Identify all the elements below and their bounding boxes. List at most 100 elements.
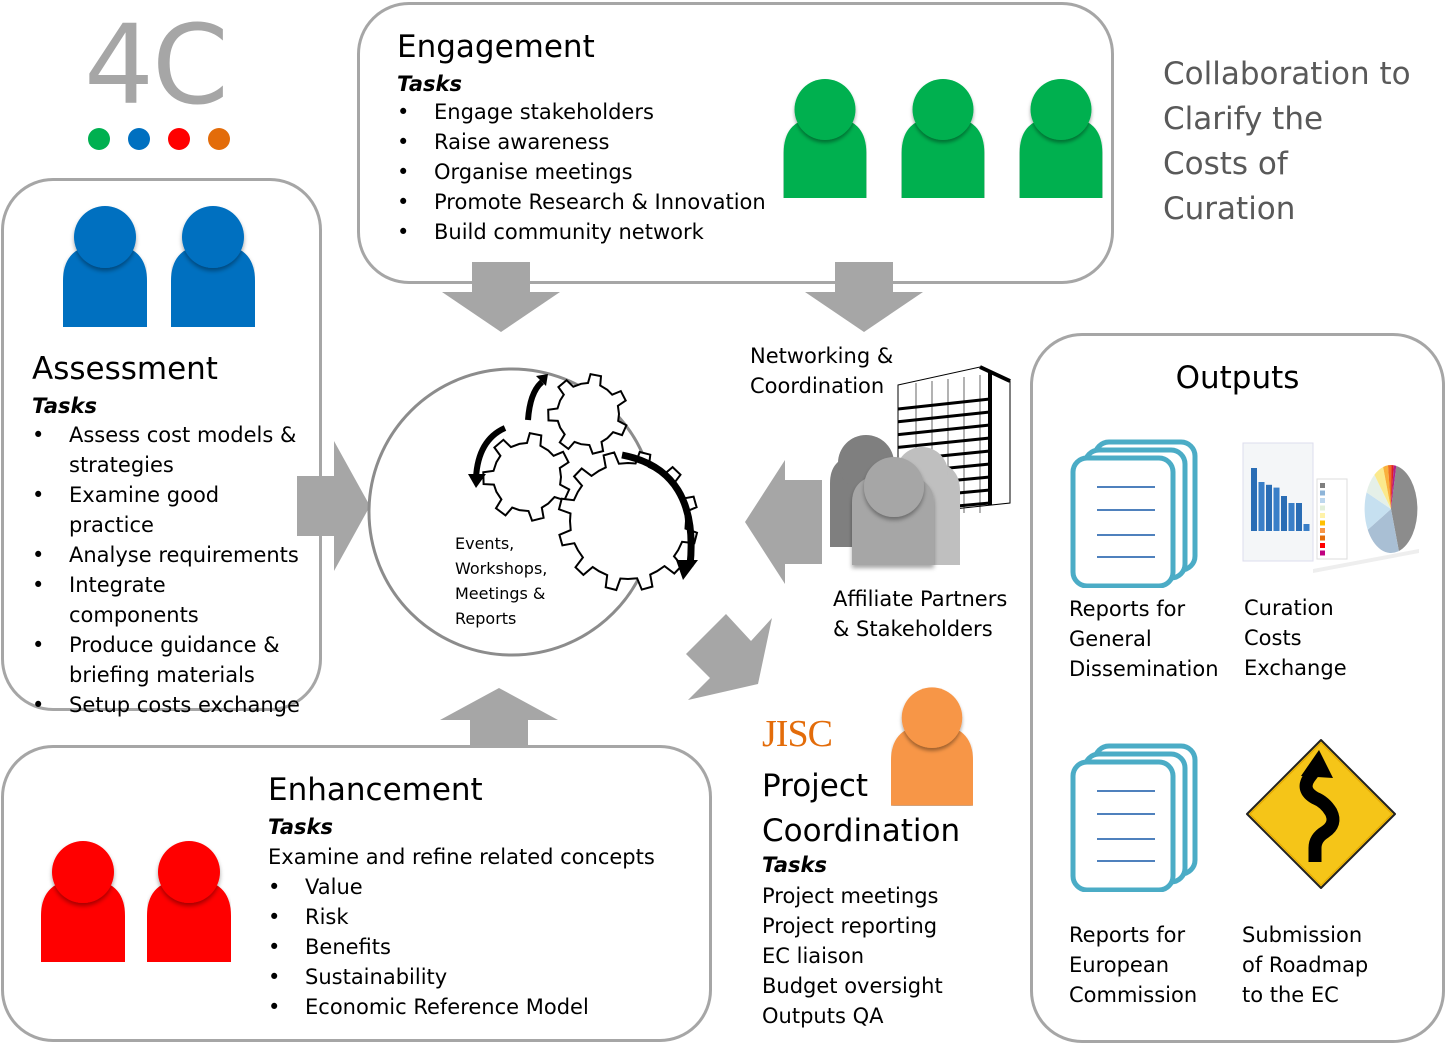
people-group-icon	[830, 435, 960, 565]
enhancement-intro: Examine and refine related concepts	[268, 845, 655, 869]
hub-label-line: Events,	[455, 534, 515, 553]
task-item: Produce guidance & briefing materials	[32, 630, 302, 690]
mini-legend-swatch	[1320, 490, 1325, 496]
outputs-panel: Outputs Reports for General Disseminatio…	[1030, 333, 1445, 1043]
task-item: Economic Reference Model	[268, 992, 648, 1022]
chart-collage-icon	[1242, 442, 1419, 573]
task-item: Engage stakeholders	[397, 97, 777, 127]
mini-legend-swatch	[1320, 550, 1325, 556]
partners-label: Affiliate Partners & Stakeholders	[833, 584, 1007, 644]
mini-bar	[1273, 487, 1280, 531]
arrow-assessment-to-hub	[297, 441, 370, 571]
mini-bar	[1288, 503, 1295, 531]
output-label-line: Costs	[1244, 626, 1302, 650]
task-item: Assess cost models & strategies	[32, 420, 302, 480]
output-label-line: European	[1069, 953, 1170, 977]
jisc-logo: JISC	[762, 713, 833, 755]
output-label-line: Reports for	[1069, 923, 1186, 947]
task-item: Raise awareness	[397, 127, 777, 157]
tagline-line: Costs of	[1163, 146, 1288, 182]
task-item: Promote Research & Innovation	[397, 187, 777, 217]
task-item: Integrate components	[32, 570, 302, 630]
task-item: Organise meetings	[397, 157, 777, 187]
mini-pie-slice	[1391, 465, 1397, 509]
mini-legend-swatch	[1320, 505, 1325, 511]
mini-pie-slice	[1383, 465, 1391, 509]
coordination-title-line: Coordination	[762, 813, 961, 849]
mini-legend-swatch	[1320, 483, 1325, 488]
hub-label-line: Reports	[455, 609, 517, 628]
mini-legend-swatch	[1320, 520, 1325, 526]
logo-dot	[88, 128, 110, 150]
output-label-line: Commission	[1069, 983, 1198, 1007]
rotation-arrows-icon	[473, 379, 695, 567]
assessment-task-list: Assess cost models & strategiesExamine g…	[32, 420, 302, 720]
mini-legend-swatch	[1320, 535, 1325, 541]
hub-label-line: Workshops,	[455, 559, 548, 578]
tagline-line: Collaboration to	[1163, 56, 1411, 92]
arrow-partners-to-hub	[745, 460, 822, 584]
partners-label-line: & Stakeholders	[833, 617, 993, 641]
hub-label-line: Meetings &	[455, 584, 546, 603]
output-label-line: Curation	[1244, 596, 1334, 620]
tagline-line: Curation	[1163, 191, 1296, 227]
enhancement-panel: Enhancement Tasks Examine and refine rel…	[1, 745, 712, 1042]
arrow-hub-to-coordination	[686, 614, 772, 700]
task-item: Outputs QA	[762, 1004, 884, 1028]
task-item: Analyse requirements	[32, 540, 302, 570]
engagement-title: Engagement	[397, 29, 595, 65]
mini-bar	[1296, 503, 1302, 531]
logo-dot	[168, 128, 190, 150]
arrow-engagement-to-hub	[442, 262, 560, 332]
output-item-costs-exchange: Curation Costs Exchange	[1241, 441, 1421, 683]
logo-dot	[128, 128, 150, 150]
networking-label-line: Coordination	[750, 374, 885, 398]
rotation-arrowheads-icon	[468, 374, 698, 580]
logo-dots	[88, 128, 244, 150]
task-item: Benefits	[268, 932, 648, 962]
mini-pie-slice	[1367, 509, 1399, 553]
building-floor-line	[897, 397, 991, 411]
task-item: Examine good practice	[32, 480, 302, 540]
output-label-line: General	[1069, 627, 1152, 651]
enhancement-title: Enhancement	[268, 772, 483, 808]
assessment-tasks-label: Tasks	[32, 394, 97, 418]
mini-bar	[1258, 482, 1265, 531]
mini-pie-slice	[1366, 474, 1391, 509]
output-item-reports-ec: Reports for European Commission	[1069, 742, 1199, 1010]
mini-legend-swatch	[1320, 543, 1325, 548]
gears-icon	[482, 372, 699, 592]
hub-label: Events, Workshops, Meetings & Reports	[455, 531, 547, 631]
coordination-title: Project Coordination	[762, 764, 960, 854]
enhancement-tasks-label: Tasks	[268, 815, 333, 839]
outputs-title: Outputs	[1175, 360, 1300, 396]
task-item: Setup costs exchange	[32, 690, 302, 720]
enhancement-task-list: ValueRiskBenefitsSustainabilityEconomic …	[268, 872, 648, 1022]
task-item: Budget oversight	[762, 974, 943, 998]
mini-bar	[1266, 484, 1272, 531]
task-item: Project reporting	[762, 914, 938, 938]
mini-legend-swatch	[1320, 513, 1325, 518]
building-floor-line	[897, 423, 991, 437]
task-item: EC liaison	[762, 944, 865, 968]
mini-pie-slice	[1374, 466, 1391, 509]
coordination-title-line: Project	[762, 768, 869, 804]
output-item-reports-general: Reports for General Dissemination	[1069, 438, 1219, 684]
output-label-line: of Roadmap	[1242, 953, 1369, 977]
task-item: Sustainability	[268, 962, 648, 992]
task-item: Value	[268, 872, 648, 902]
gear-icon	[557, 450, 699, 592]
mini-pie-slice	[1387, 465, 1392, 509]
gear-icon	[547, 372, 628, 455]
task-item: Build community network	[397, 217, 777, 247]
tagline: Collaboration to Clarify the Costs of Cu…	[1163, 52, 1411, 232]
output-label-line: to the EC	[1242, 983, 1339, 1007]
logo-4c: 4C	[84, 6, 244, 150]
logo-text: 4C	[84, 1, 229, 129]
building-floor-line	[897, 410, 991, 424]
coordination-tasks-label: Tasks	[762, 853, 827, 877]
partners-label-line: Affiliate Partners	[833, 587, 1008, 611]
mini-pie-slice	[1391, 465, 1394, 509]
